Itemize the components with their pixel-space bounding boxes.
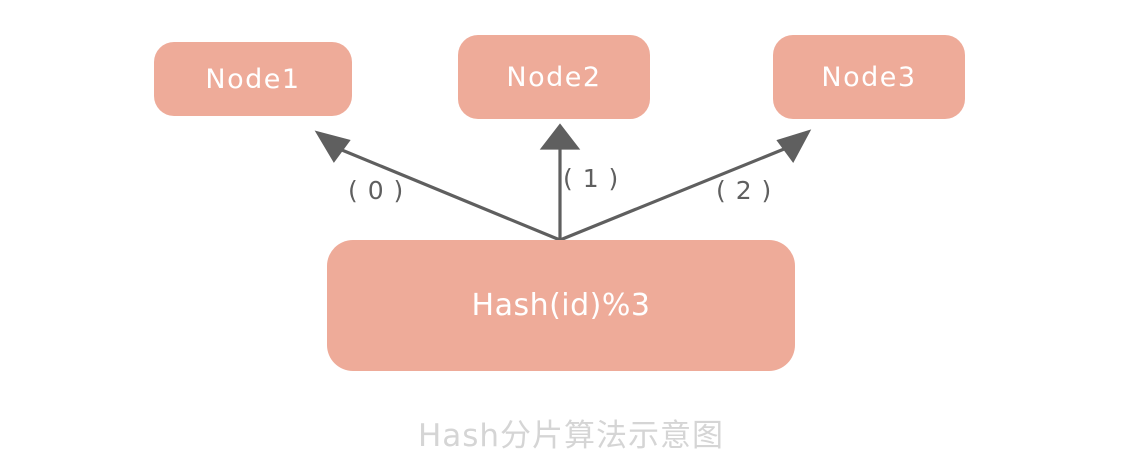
- node-box-node1[interactable]: Node1: [154, 42, 352, 116]
- node-box-node3[interactable]: Node3: [773, 35, 965, 119]
- node-box-node2[interactable]: Node2: [458, 35, 650, 119]
- node-box-hash[interactable]: Hash(id)%3: [327, 240, 795, 371]
- diagram-caption: Hash分片算法示意图: [417, 418, 725, 454]
- arrowhead-icon: [314, 130, 351, 163]
- arrowhead-icon: [539, 123, 581, 150]
- node-label: Node2: [506, 61, 602, 93]
- edge-label-1: ( 1 ): [563, 164, 620, 193]
- node-label: Node3: [821, 61, 917, 93]
- edge-label-2: ( 2 ): [716, 176, 773, 205]
- hash-label: Hash(id)%3: [471, 288, 651, 323]
- node-label: Node1: [205, 63, 301, 95]
- arrowhead-icon: [776, 129, 812, 163]
- edge-label-0: ( 0 ): [348, 176, 405, 205]
